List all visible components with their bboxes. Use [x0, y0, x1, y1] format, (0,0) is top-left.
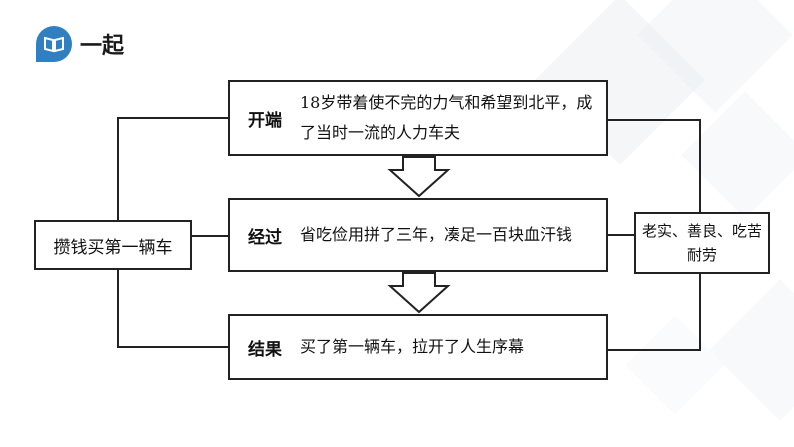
book-icon — [36, 26, 72, 62]
right-connector-top — [608, 119, 701, 212]
stage-box-process: 经过 省吃俭用拼了三年，凑足一百块血汗钱 — [228, 198, 608, 272]
stage-text: 买了第一辆车，拉开了人生序幕 — [300, 337, 525, 356]
stage-text: 18岁带着使不完的力气和希望到北平，成了当时一流的人力车夫 — [300, 93, 593, 142]
page-title: 一起 — [80, 34, 125, 59]
left-summary-box: 攒钱买第一辆车 — [34, 220, 192, 270]
down-arrow-1 — [387, 156, 451, 198]
stage-label: 开端 — [248, 110, 282, 131]
down-arrow-2 — [387, 272, 451, 314]
stage-label: 结果 — [248, 339, 282, 360]
left-connector-top — [117, 117, 228, 220]
stage-box-result: 结果 买了第一辆车，拉开了人生序幕 — [228, 314, 608, 380]
right-connector-bottom — [608, 274, 701, 351]
stage-box-beginning: 开端 18岁带着使不完的力气和希望到北平，成了当时一流的人力车夫 — [228, 80, 608, 156]
stage-label: 经过 — [248, 227, 282, 248]
slide-header: 一起 — [36, 22, 124, 66]
left-connector-bottom — [117, 270, 228, 348]
stage-text: 省吃俭用拼了三年，凑足一百块血汗钱 — [300, 225, 573, 244]
right-summary-box: 老实、善良、吃苦耐劳 — [634, 212, 770, 274]
